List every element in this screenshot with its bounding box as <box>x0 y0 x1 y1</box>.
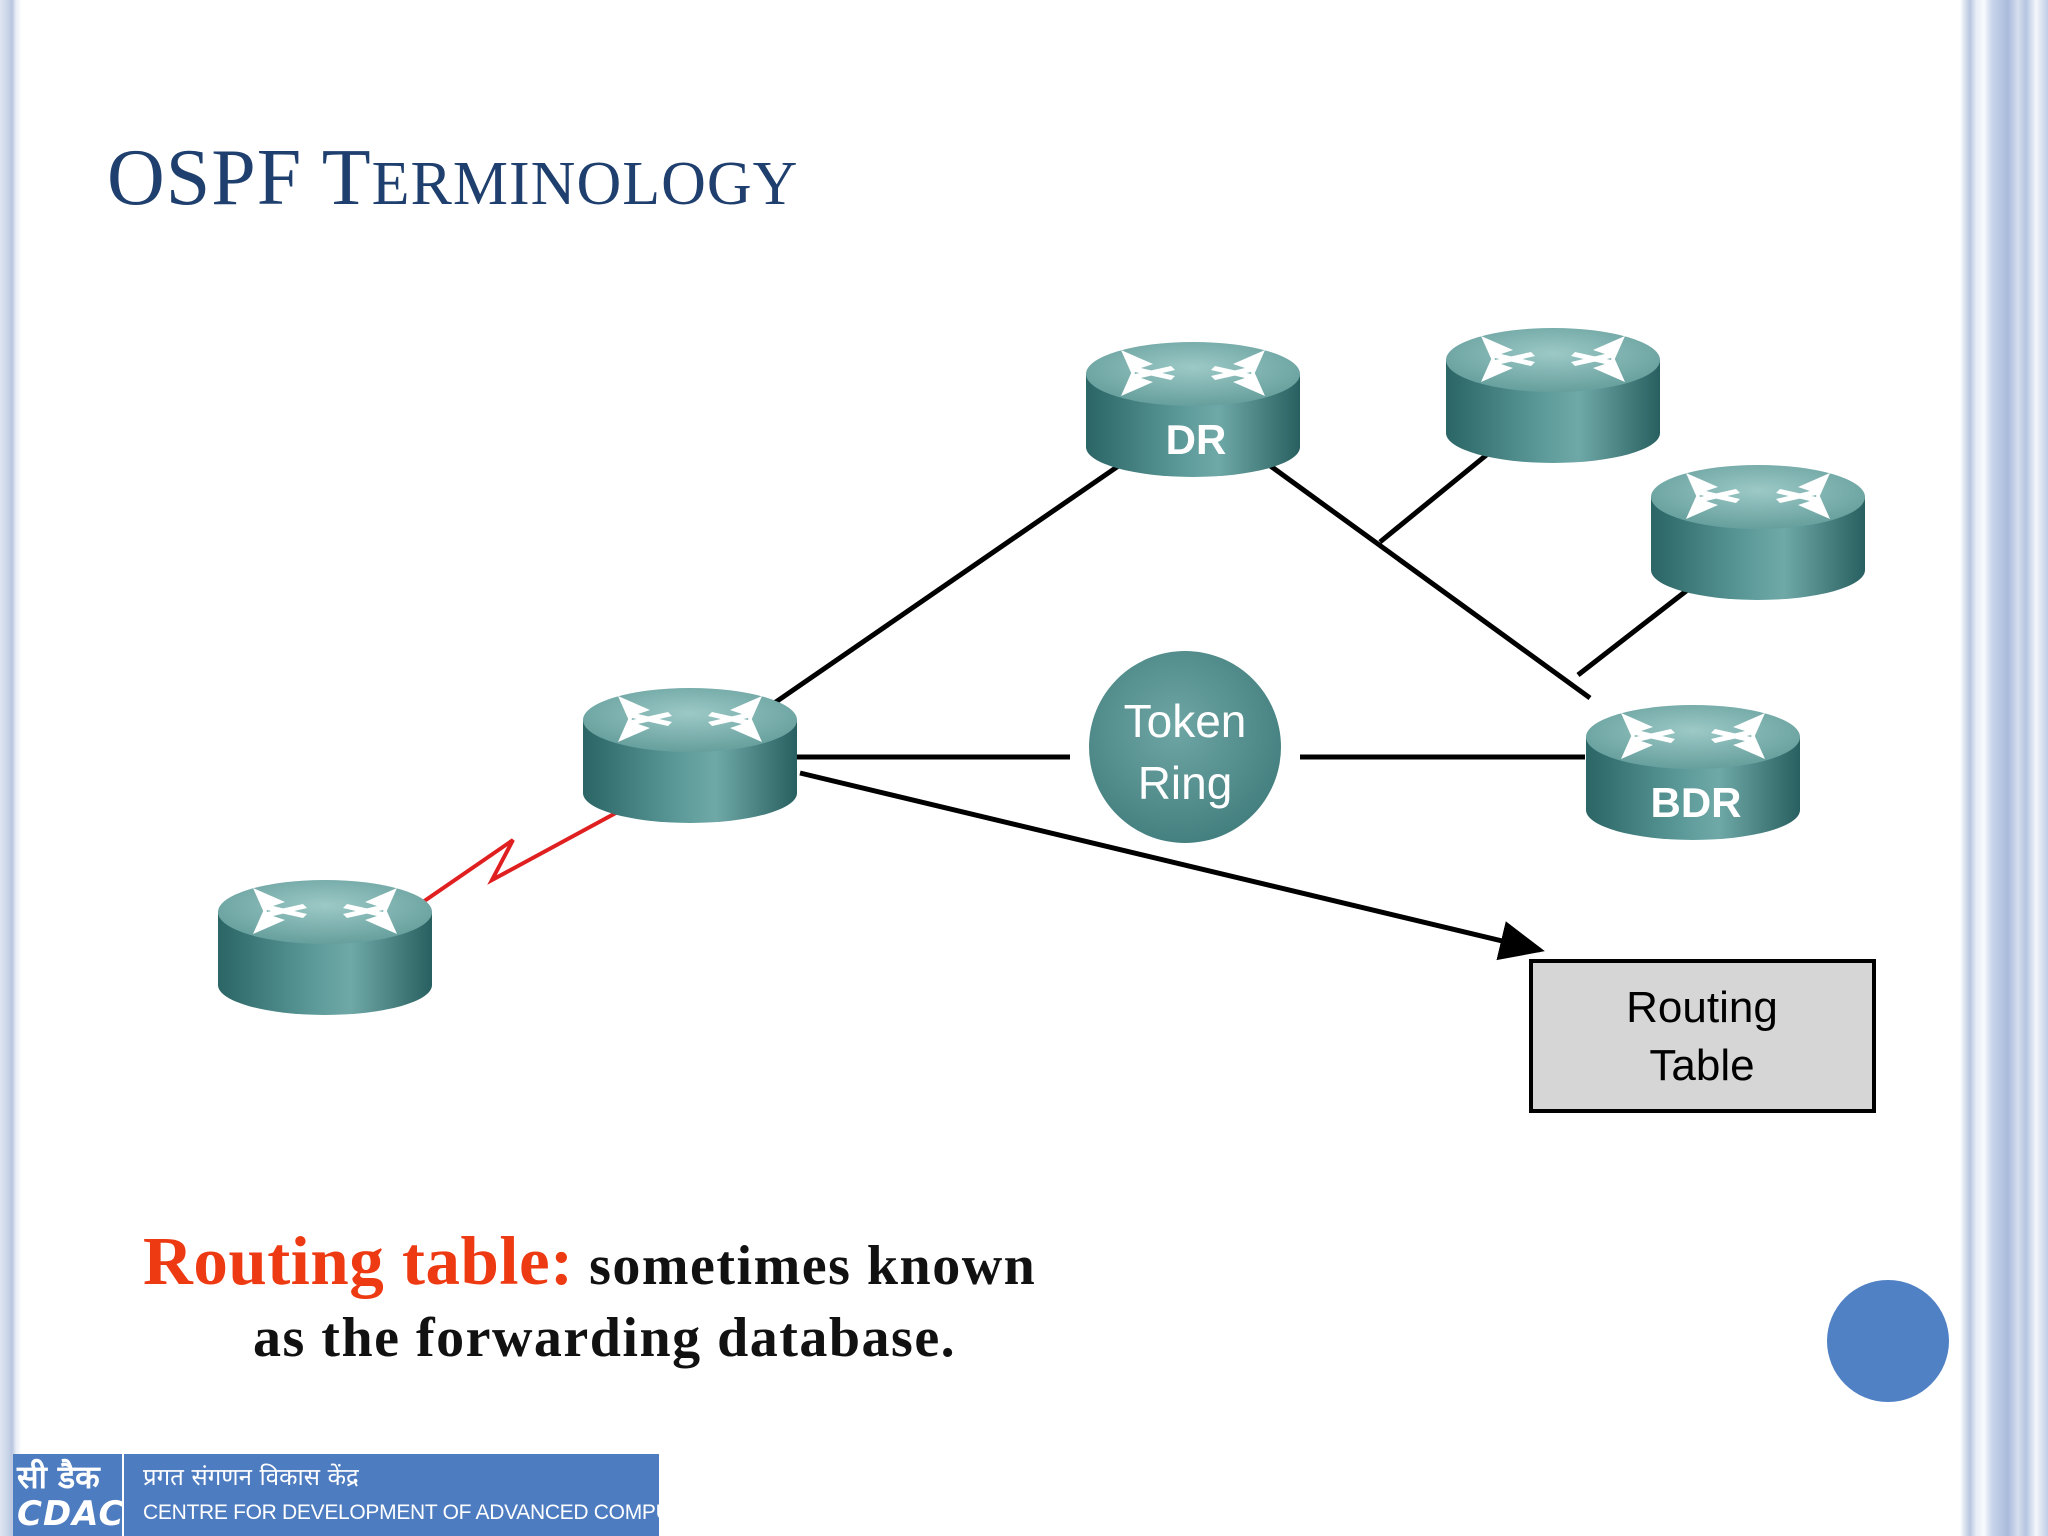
link-center-dr <box>768 455 1132 709</box>
router-dr: DR <box>1086 342 1300 477</box>
logo-hindi-full: प्रगत संगणन विकास केंद्र <box>143 1463 359 1491</box>
slide-title-lead: OSPF T <box>107 134 372 222</box>
logo-mark: CDAC <box>17 1494 125 1534</box>
routing-table-line1: Routing <box>1626 983 1778 1032</box>
caption-line1-rest: sometimes known <box>573 1235 1037 1297</box>
router-bottom-left <box>218 880 432 1015</box>
router-bdr: BDR <box>1586 705 1800 840</box>
logo-english: CENTRE FOR DEVELOPMENT OF ADVANCED COMPU… <box>143 1501 659 1524</box>
link-branch-top-right <box>1378 446 1497 544</box>
cdac-logo: सी डैक CDAC प्रगत संगणन विकास केंद्र CEN… <box>13 1454 659 1536</box>
link-dr-bdr <box>1263 459 1592 701</box>
router-dr-label: DR <box>1166 416 1227 463</box>
next-slide-circle[interactable] <box>1827 1280 1949 1402</box>
caption-term: Routing table: <box>143 1223 574 1299</box>
arrow-to-routing-table <box>799 770 1545 961</box>
logo-divider <box>122 1454 124 1536</box>
link-branch-right-middle <box>1576 586 1692 677</box>
slide-right-border <box>1960 0 2048 1536</box>
token-ring-line2: Ring <box>1138 757 1233 809</box>
token-ring: Token Ring <box>1089 651 1281 843</box>
router-right-middle <box>1651 465 1865 600</box>
logo-hindi-short: सी डैक <box>17 1458 100 1496</box>
caption: Routing table: sometimes known as the for… <box>143 1225 1036 1374</box>
serial-link <box>418 806 626 906</box>
caption-line2: as the forwarding database. <box>253 1307 957 1369</box>
token-ring-line1: Token <box>1124 695 1247 747</box>
slide-title-rest: ERMINOLOGY <box>371 150 799 218</box>
slide-title: OSPF TERMINOLOGY <box>107 138 798 218</box>
router-bdr-label: BDR <box>1651 779 1742 826</box>
router-top-right <box>1446 328 1660 463</box>
routing-table-line2: Table <box>1649 1041 1754 1090</box>
routing-table-box: Routing Table <box>1529 959 1876 1113</box>
slide-left-border <box>0 0 22 1536</box>
router-center <box>583 688 797 823</box>
